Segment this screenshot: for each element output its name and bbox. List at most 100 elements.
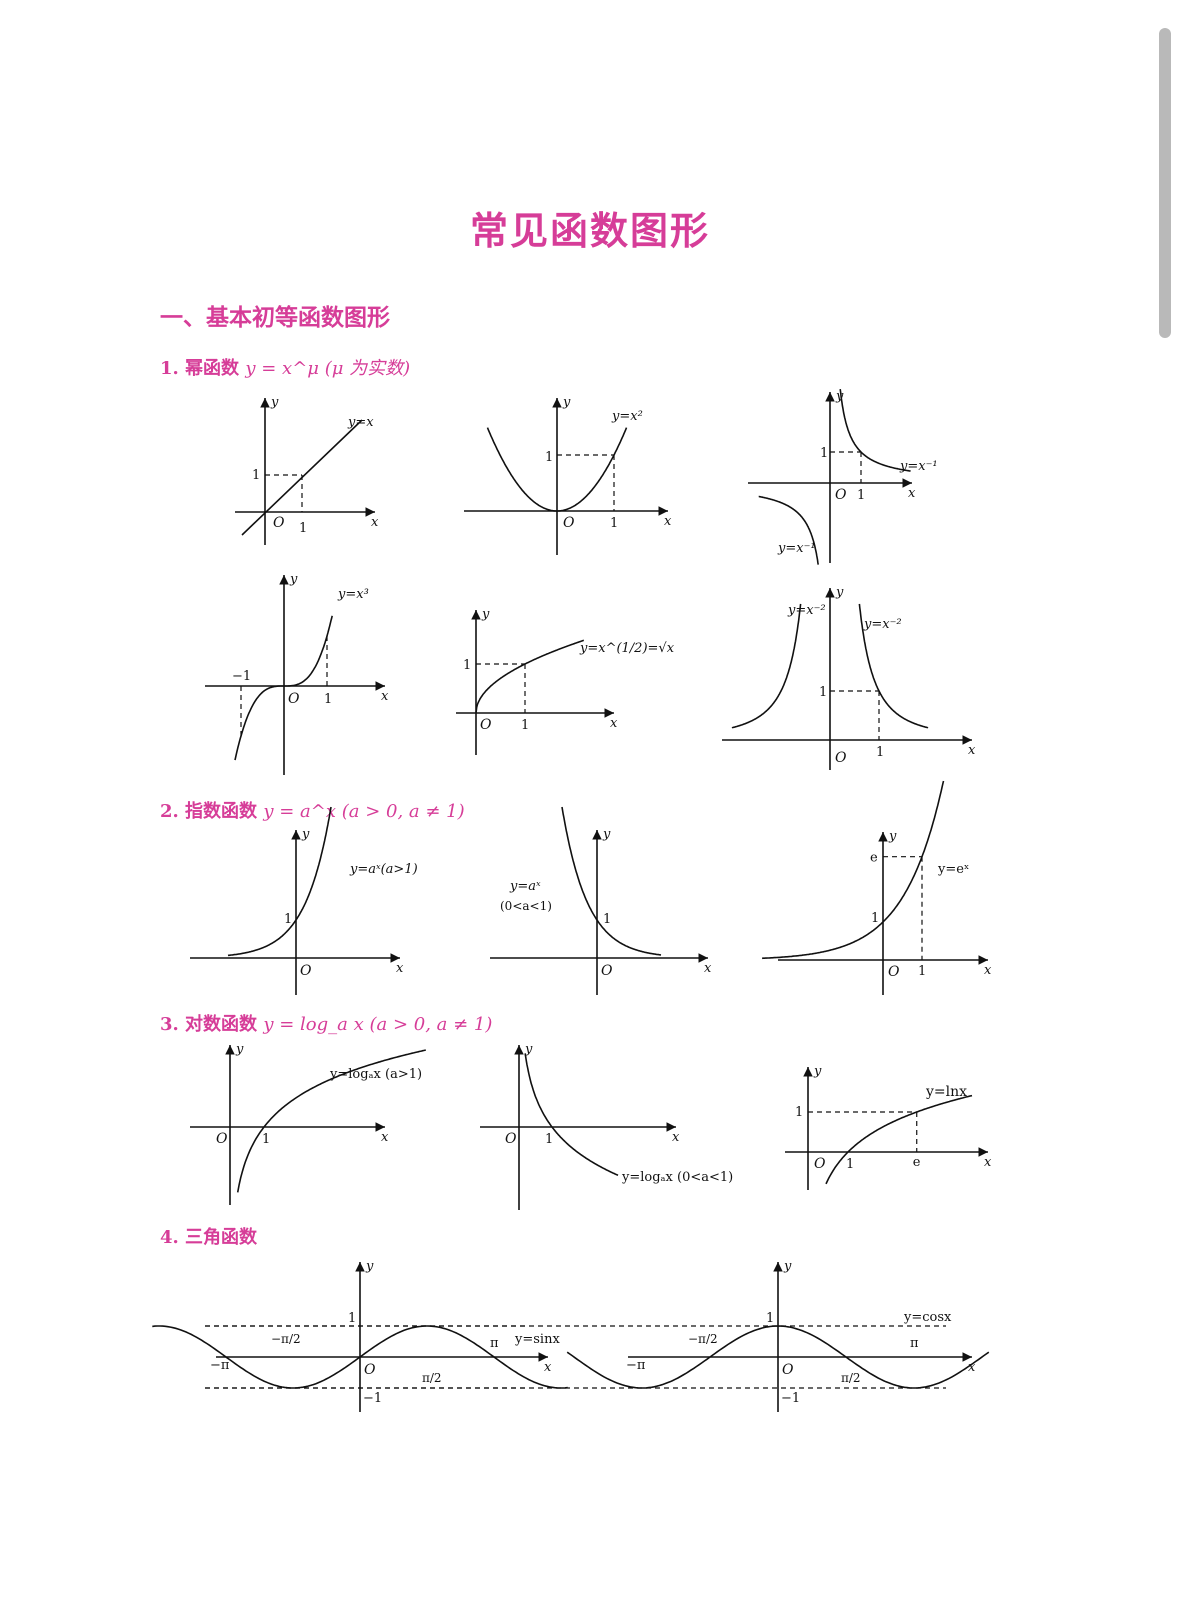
- g-exp1-ytick-1: 1: [284, 912, 292, 927]
- g-inverse-name-pos: y=x⁻¹: [899, 459, 938, 474]
- g-invsq-origin: O: [835, 750, 847, 766]
- g-invsq-ytick-1: 1: [819, 685, 827, 700]
- g-cube-curve: [234, 615, 333, 761]
- g-linear-origin: O: [273, 515, 285, 531]
- g-cos-tick-halfpi: π/2: [841, 1371, 861, 1385]
- g-exp2-origin: O: [601, 963, 613, 979]
- subsection-formula: y = x^μ (μ 为实数): [245, 358, 411, 379]
- g-exp2-curve: [561, 806, 662, 956]
- subsection-power: 1. 幂函数 y = x^μ (μ 为实数): [160, 354, 410, 380]
- g-cube-y-label: y: [289, 572, 298, 587]
- g-log1-tick-1: 1: [262, 1132, 270, 1147]
- g-log2-name: y=logₐx (0<a<1): [621, 1170, 733, 1185]
- g-sin-tick-halfpi: π/2: [422, 1371, 442, 1385]
- section-heading: 一、基本初等函数图形: [160, 304, 390, 331]
- g-linear-name: y=x: [347, 415, 374, 430]
- g-cube-name: y=x³: [337, 587, 369, 602]
- g-exp3-name: y=eˣ: [937, 862, 969, 877]
- subsection-formula: y = log_a x (a > 0, a ≠ 1): [263, 1014, 493, 1035]
- g-inverse-origin: O: [835, 487, 847, 503]
- g-cube-tick-neg1: −1: [232, 669, 251, 684]
- g-sin-ytick-neg1: −1: [363, 1391, 382, 1406]
- g-exp3-x-label: x: [984, 963, 992, 978]
- g-exp2-ytick-1: 1: [603, 912, 611, 927]
- g-inverse-curve-neg: [758, 495, 819, 565]
- scrollbar[interactable]: [1159, 28, 1171, 338]
- g-ln-tick-e: e: [913, 1155, 921, 1170]
- g-invsq-curve-neg: [731, 603, 802, 729]
- g-ln-y-label: y: [813, 1064, 822, 1079]
- g-sqrt-tick-1: 1: [521, 718, 529, 733]
- g-cube-origin: O: [288, 691, 300, 707]
- g-square-y-label: y: [562, 395, 571, 410]
- g-exp3-origin: O: [888, 964, 900, 980]
- g-exp1-x-label: x: [396, 961, 404, 976]
- g-linear-x-label: x: [371, 515, 379, 530]
- g-sin-origin: O: [364, 1362, 376, 1378]
- g-cube-x-label: x: [381, 689, 389, 704]
- g-exp2-name-b: (0<a<1): [500, 899, 552, 913]
- page-title: 常见函数图形: [469, 208, 710, 253]
- g-inverse-tick-1: 1: [857, 488, 865, 503]
- g-log1-origin: O: [216, 1131, 228, 1147]
- g-log2-tick-1: 1: [545, 1132, 553, 1147]
- g-cos-tick-pi: π: [910, 1336, 919, 1351]
- g-exp3-ytick-e: e: [870, 851, 878, 866]
- g-cube-tick-1: 1: [324, 692, 332, 707]
- g-cos-y-label: y: [783, 1259, 792, 1274]
- subsection-exponential: 2. 指数函数 y = a^x (a > 0, a ≠ 1): [160, 797, 465, 823]
- g-exp1-curve: [227, 806, 332, 957]
- g-exp1-y-label: y: [301, 827, 310, 842]
- g-sin-name: y=sinx: [514, 1332, 560, 1347]
- g-sin-curve: [152, 1325, 568, 1389]
- g-square-curve: [486, 427, 628, 512]
- g-invsq-curve-pos: [858, 603, 929, 729]
- g-ln-curve: [825, 1094, 973, 1185]
- g-log2-origin: O: [505, 1131, 517, 1147]
- g-cos-ytick-1: 1: [766, 1311, 774, 1326]
- g-invsq-tick-1: 1: [876, 745, 884, 760]
- g-exp2-y-label: y: [602, 827, 611, 842]
- subsection-label: 2. 指数函数: [160, 801, 258, 822]
- g-log1-name: y=logₐx (a>1): [329, 1067, 422, 1082]
- g-sin-y-label: y: [365, 1259, 374, 1274]
- g-cos-tick-neghalfpi: −π/2: [688, 1332, 718, 1346]
- subsection-label: 1. 幂函数: [160, 358, 240, 379]
- g-exp3-curve: [762, 780, 945, 960]
- subsection-formula: y = a^x (a > 0, a ≠ 1): [263, 801, 465, 822]
- g-cos-ytick-neg1: −1: [781, 1391, 800, 1406]
- g-sqrt-curve: [475, 639, 585, 714]
- g-exp2-name-a: y=aˣ: [509, 879, 541, 894]
- g-exp2-x-label: x: [704, 961, 712, 976]
- g-invsq-name-neg: y=x⁻²: [787, 603, 826, 618]
- g-exp3-tick-1: 1: [918, 964, 926, 979]
- g-linear-y-label: y: [270, 395, 279, 410]
- g-sqrt-origin: O: [480, 717, 492, 733]
- g-exp3-ytick-1: 1: [871, 911, 879, 926]
- subsection-trig: 4. 三角函数: [160, 1223, 257, 1249]
- g-sin-tick-negpi: −π: [210, 1358, 230, 1373]
- g-ln-ytick-1: 1: [795, 1105, 803, 1120]
- g-exp1-name: y=aˣ(a>1): [349, 862, 418, 877]
- g-cos-tick-negpi: −π: [626, 1358, 646, 1373]
- g-sqrt-ytick-1: 1: [463, 658, 471, 673]
- g-log1-curve: [236, 1049, 427, 1193]
- g-square-tick-1: 1: [610, 516, 618, 531]
- g-inverse-curve-pos: [839, 388, 911, 472]
- g-cos-curve: [566, 1325, 990, 1389]
- g-sqrt-y-label: y: [481, 607, 490, 622]
- g-ln-tick-1: 1: [846, 1157, 854, 1172]
- g-exp3-y-label: y: [888, 829, 897, 844]
- g-ln-x-label: x: [984, 1155, 992, 1170]
- g-square-ytick-1: 1: [545, 450, 553, 465]
- g-log2-y-label: y: [524, 1042, 533, 1057]
- g-sin-tick-pi: π: [490, 1336, 499, 1351]
- g-linear-ytick-1: 1: [252, 468, 260, 483]
- g-invsq-x-label: x: [968, 743, 976, 758]
- g-log2-curve: [524, 1053, 619, 1177]
- g-sqrt-name: y=x^(1/2)=√x: [579, 641, 675, 656]
- g-inverse-ytick-1: 1: [820, 446, 828, 461]
- g-cos-name: y=cosx: [903, 1310, 952, 1325]
